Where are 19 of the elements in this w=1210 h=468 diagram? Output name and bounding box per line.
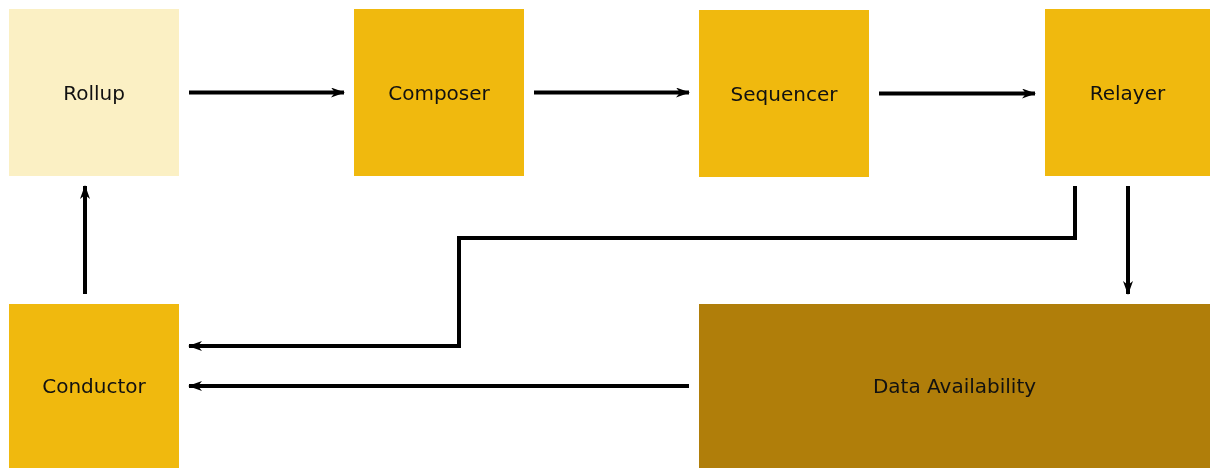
arrow (879, 88, 1036, 99)
process-box (9, 9, 179, 176)
arrow (188, 381, 689, 391)
arrow (1123, 186, 1133, 295)
process-box (699, 10, 869, 177)
box-label: Conductor (42, 374, 146, 398)
box-label: Sequencer (730, 81, 838, 106)
box-label: Composer (388, 80, 490, 105)
arrow (80, 185, 90, 294)
box-label: Rollup (63, 80, 125, 105)
arrow (188, 186, 1077, 351)
process-box (354, 9, 524, 176)
box-label: Relayer (1089, 80, 1166, 105)
process-box (1045, 9, 1210, 176)
process-box (699, 304, 1210, 468)
process-box (9, 304, 179, 468)
box-label: Data Availability (872, 374, 1037, 398)
arrow (534, 87, 690, 98)
arrow (189, 87, 345, 98)
